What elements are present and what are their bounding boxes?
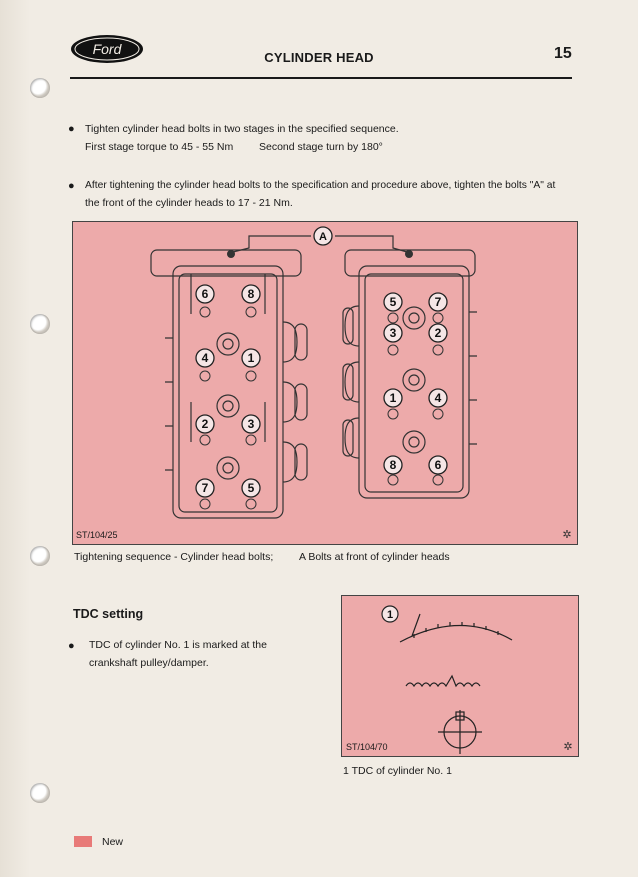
callout-1-marker: [381, 605, 399, 623]
tdc-drawing: 1 ✲: [381, 605, 573, 754]
bolt-marker: [383, 388, 403, 408]
figure-tdc: 1 ✲ ST/104/70: [341, 595, 579, 757]
bolt-marker: [241, 348, 261, 368]
figure-reference: ST/104/70: [346, 742, 388, 752]
new-legend-swatch: [74, 836, 92, 847]
bolt-marker: [195, 414, 215, 434]
punch-hole: [30, 314, 50, 334]
callout-1-label: 1: [387, 609, 393, 621]
bolt-marker: [195, 348, 215, 368]
instruction-text: Tighten cylinder head bolts in two stage…: [85, 123, 399, 135]
bolt-marker: [428, 292, 448, 312]
bolt-marker: [195, 284, 215, 304]
figure-caption-legend: A Bolts at front of cylinder heads: [299, 551, 450, 563]
bolt-marker: [241, 478, 261, 498]
new-legend-label: New: [102, 836, 124, 848]
bolt-marker: [383, 292, 403, 312]
bullet-dot: ●: [68, 123, 75, 135]
bolt-marker: [195, 478, 215, 498]
stamp-icon: ✲: [563, 741, 572, 753]
bolt-marker: [383, 323, 403, 343]
bolt-number: 8: [248, 287, 255, 301]
bolt-number: 5: [248, 481, 255, 495]
bolt-number: 3: [248, 417, 255, 431]
bolt-number: 5: [390, 295, 397, 309]
figure-reference: ST/104/25: [76, 530, 118, 540]
bolt-number: 6: [202, 287, 209, 301]
bullet-dot: ●: [68, 640, 75, 652]
bolt-number: 1: [390, 391, 397, 405]
instruction-text: After tightening the cylinder head bolts…: [85, 180, 556, 191]
bolt-marker: [241, 414, 261, 434]
stamp-icon: ✲: [562, 529, 571, 541]
bolt-number: 7: [435, 295, 442, 309]
bolt-number: 4: [202, 351, 209, 365]
bullet-dot: ●: [68, 180, 75, 192]
bolt-marker: [428, 455, 448, 475]
bolt-number: 8: [390, 458, 397, 472]
cylinder-head-drawing: A 6 8 4 1 2 3 7 5 5 7 3 2: [150, 226, 572, 541]
ford-logo: Ford: [71, 35, 143, 63]
callout-a-label: A: [319, 231, 327, 243]
instruction-text: crankshaft pulley/damper.: [89, 657, 209, 669]
bolt-marker: [428, 323, 448, 343]
bolt-number: 2: [202, 417, 209, 431]
figure-caption: 1 TDC of cylinder No. 1: [343, 765, 452, 777]
bolt-number: 6: [435, 458, 442, 472]
bolt-number: 3: [390, 326, 397, 340]
figure-cylinder-heads: A 6 8 4 1 2 3 7 5 5 7 3 2: [72, 221, 578, 545]
bolt-marker: [383, 455, 403, 475]
bolt-number: 1: [248, 351, 255, 365]
bolt-marker: [428, 388, 448, 408]
bolt-number: 4: [435, 391, 442, 405]
callout-a-marker: [313, 226, 333, 246]
bolt-number: 2: [435, 326, 442, 340]
instruction-text: TDC of cylinder No. 1 is marked at the: [89, 639, 267, 651]
bolt-marker: [241, 284, 261, 304]
instruction-text: the front of the cylinder heads to 17 - …: [85, 197, 293, 209]
punch-hole: [30, 783, 50, 803]
punch-hole: [30, 78, 50, 98]
section-heading: TDC setting: [73, 607, 144, 621]
bolt-number: 7: [202, 481, 209, 495]
second-stage-turn: Second stage turn by 180°: [259, 141, 383, 153]
first-stage-torque: First stage torque to 45 - 55 Nm: [85, 141, 234, 153]
page-title: CYLINDER HEAD: [264, 50, 374, 65]
header-rule: [70, 77, 572, 79]
binder-edge: [0, 0, 30, 877]
page-number: 15: [554, 45, 572, 62]
svg-text:Ford: Ford: [93, 41, 123, 57]
punch-hole: [30, 546, 50, 566]
figure-caption: Tightening sequence - Cylinder head bolt…: [74, 551, 274, 563]
